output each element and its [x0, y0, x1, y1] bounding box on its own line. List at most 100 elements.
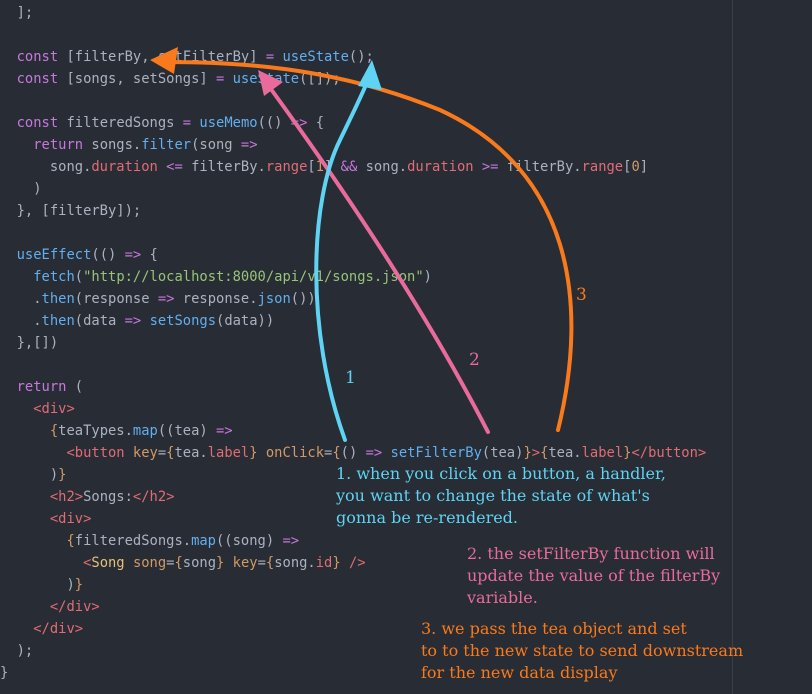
code-line: <h2>Songs:</h2> — [0, 486, 175, 508]
code-line: }, [filterBy]); — [0, 200, 142, 222]
code-token: }, [filterBy]); — [0, 203, 142, 219]
code-token: useEffect — [16, 247, 92, 263]
code-token: (data)) — [216, 313, 275, 329]
code-token: } — [332, 555, 341, 571]
code-token: (tea) — [481, 445, 524, 461]
code-token: (song — [191, 137, 241, 153]
code-token: range — [265, 159, 308, 175]
code-token: filterBy. — [182, 159, 266, 175]
code-line: )} — [0, 574, 83, 596]
code-token: song. — [0, 159, 92, 175]
code-token: setSongs — [149, 313, 217, 329]
code-token: (response — [74, 291, 158, 307]
code-token: = — [166, 555, 175, 571]
code-token: setFilterBy — [390, 445, 482, 461]
arrow-2-label: 2 — [469, 350, 480, 370]
code-token: = — [182, 115, 192, 131]
code-line: } — [0, 662, 8, 684]
code-token: range — [581, 159, 624, 175]
arrow-2 — [266, 83, 490, 434]
code-token: onClick — [265, 445, 325, 461]
code-token: json — [257, 291, 291, 307]
code-token: map — [191, 533, 216, 549]
code-token: (data — [74, 313, 125, 329]
code-line: <div> — [0, 508, 92, 530]
code-token: duration — [91, 159, 158, 175]
code-token: { — [307, 115, 325, 131]
code-token: response. — [174, 291, 258, 307]
code-token: filterBy. — [498, 159, 582, 175]
code-token: </h2> — [132, 489, 175, 505]
code-token: songs. — [83, 137, 142, 153]
code-token: tea. — [174, 445, 208, 461]
code-token: ] — [639, 159, 649, 175]
code-line: },[]) — [0, 332, 59, 354]
code-token: { — [49, 423, 59, 439]
code-token: ( — [66, 379, 84, 395]
code-token: ); — [0, 643, 34, 659]
arrow-1 — [314, 78, 370, 442]
code-token: /> — [349, 555, 366, 571]
code-token: Songs: — [83, 489, 133, 505]
code-token: <h2> — [49, 489, 84, 505]
code-line: const filteredSongs = useMemo(() => { — [0, 112, 324, 134]
code-token: </button> — [631, 445, 707, 461]
code-line: )} — [0, 464, 67, 486]
code-token: { — [265, 555, 275, 571]
code-line: return ( — [0, 376, 83, 398]
code-token: { — [332, 445, 341, 461]
code-line: <Song song={song} key={song.id} /> — [0, 552, 366, 574]
code-token: </div> — [49, 599, 100, 615]
code-token: song. — [274, 555, 316, 571]
code-line: ) — [0, 178, 41, 200]
code-token: = — [257, 555, 266, 571]
code-token: } — [58, 467, 67, 483]
code-line: ); — [0, 640, 34, 662]
code-token: { — [141, 247, 158, 263]
code-token: label — [207, 445, 250, 461]
code-token: { — [166, 445, 175, 461]
annotation-note-2: 2. the setFilterBy function will update … — [467, 544, 721, 607]
code-token: ) — [0, 467, 59, 483]
code-token: song. — [357, 159, 408, 175]
code-token: then — [41, 313, 75, 329]
code-line: <div> — [0, 398, 75, 420]
code-token: teaTypes. — [58, 423, 133, 439]
code-token: } — [523, 445, 532, 461]
annotation-note-3: 3. we pass the tea object and set to to … — [421, 619, 744, 682]
code-token: key — [232, 555, 258, 571]
code-token: 0 — [631, 159, 640, 175]
code-token: (() — [257, 115, 291, 131]
code-token: duration — [407, 159, 474, 175]
code-line: {teaTypes.map((tea) => — [0, 420, 233, 442]
code-token: <div> — [33, 401, 75, 417]
code-token: 1 — [315, 159, 325, 175]
code-token: ) — [423, 269, 432, 285]
code-line: .then(data => setSongs(data)) — [0, 310, 274, 332]
code-token: ) — [0, 577, 75, 593]
code-token: return — [16, 379, 67, 395]
code-token: >= — [481, 159, 499, 175]
code-line: {filteredSongs.map((song) => — [0, 530, 299, 552]
code-token: { — [540, 445, 549, 461]
code-token: = — [216, 71, 225, 87]
code-token: tea. — [548, 445, 582, 461]
arrow-1-head — [358, 60, 382, 90]
code-token: return — [33, 137, 84, 153]
code-token: } — [249, 445, 258, 461]
code-token: then — [41, 291, 75, 307]
code-line: <button key={tea.label} onClick={() => s… — [0, 442, 706, 464]
code-token: (() — [91, 247, 125, 263]
code-token: filteredSongs. — [74, 533, 192, 549]
code-line: </div> — [0, 618, 83, 640]
code-token: useMemo — [199, 115, 258, 131]
code-token: song — [182, 555, 217, 571]
code-token: { — [66, 533, 75, 549]
code-token: } — [74, 577, 84, 593]
code-token: map — [132, 423, 158, 439]
code-token: = — [265, 49, 275, 65]
code-token: => — [282, 533, 300, 549]
code-token: const — [16, 115, 59, 131]
